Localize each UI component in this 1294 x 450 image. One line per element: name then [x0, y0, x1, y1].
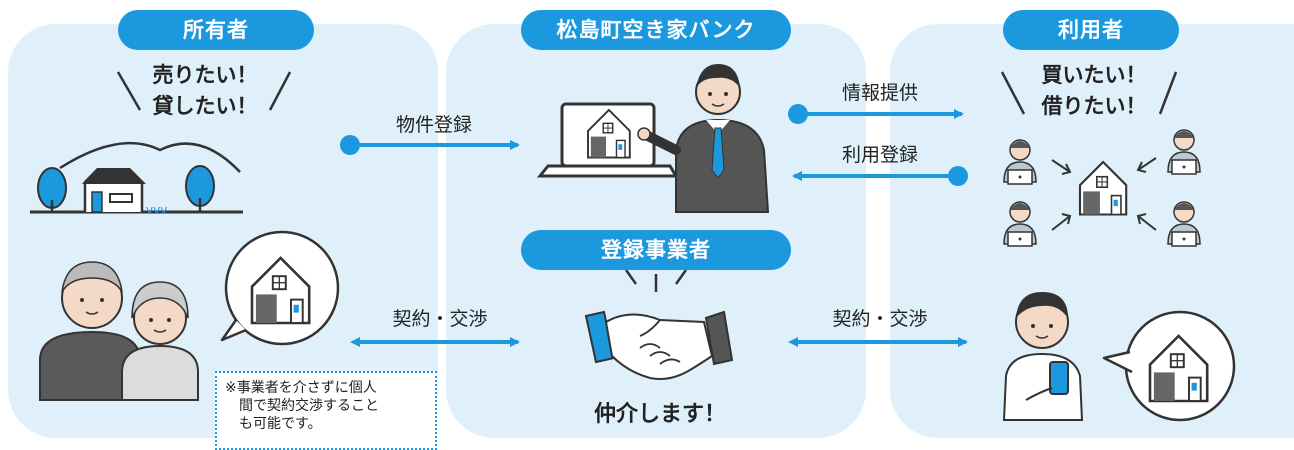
user-title-badge: 利用者 [1003, 10, 1179, 50]
smartphone-user-icon [1002, 292, 1084, 421]
handshake-icon [584, 269, 734, 380]
owner-house-bubble-icon [220, 230, 340, 346]
owner-title-badge: 所有者 [118, 10, 314, 50]
label-user-registration: 利用登録 [841, 144, 918, 166]
user-speech: 買いたい！ 借りたい！ [1041, 63, 1147, 118]
bank-title-badge: 松島町空き家バンク [521, 10, 791, 50]
arrow-property-registration [340, 135, 520, 155]
label-property-registration: 物件登録 [395, 114, 472, 136]
laptop-staff-icon [536, 64, 770, 213]
senior-couple-icon [39, 261, 199, 401]
label-contract-right: 契約・交渉 [832, 308, 928, 330]
agent-title-badge: 登録事業者 [521, 230, 791, 270]
svg-text:vvv: vvv [146, 203, 167, 217]
direct-negotiation-note: ※事業者を介さずに個人 間で契約交渉すること も可能です。 [215, 371, 437, 450]
agent-caption: 仲介します！ [593, 402, 726, 427]
house-landscape-icon: vvv [30, 141, 243, 217]
user-house-bubble-icon [1102, 310, 1236, 422]
speech-slash-right [1000, 71, 1178, 115]
label-info-provision: 情報提供 [841, 82, 918, 104]
label-contract-left: 契約・交渉 [392, 308, 488, 330]
users-network-icon [1003, 129, 1201, 247]
owner-speech: 売りたい！ 貸したい！ [152, 63, 258, 118]
speech-slash-left [116, 71, 292, 111]
arrow-user-registration [792, 166, 968, 186]
note-text: ※事業者を介さずに個人 間で契約交渉すること も可能です。 [225, 380, 379, 432]
arrow-info-provision [788, 104, 964, 124]
